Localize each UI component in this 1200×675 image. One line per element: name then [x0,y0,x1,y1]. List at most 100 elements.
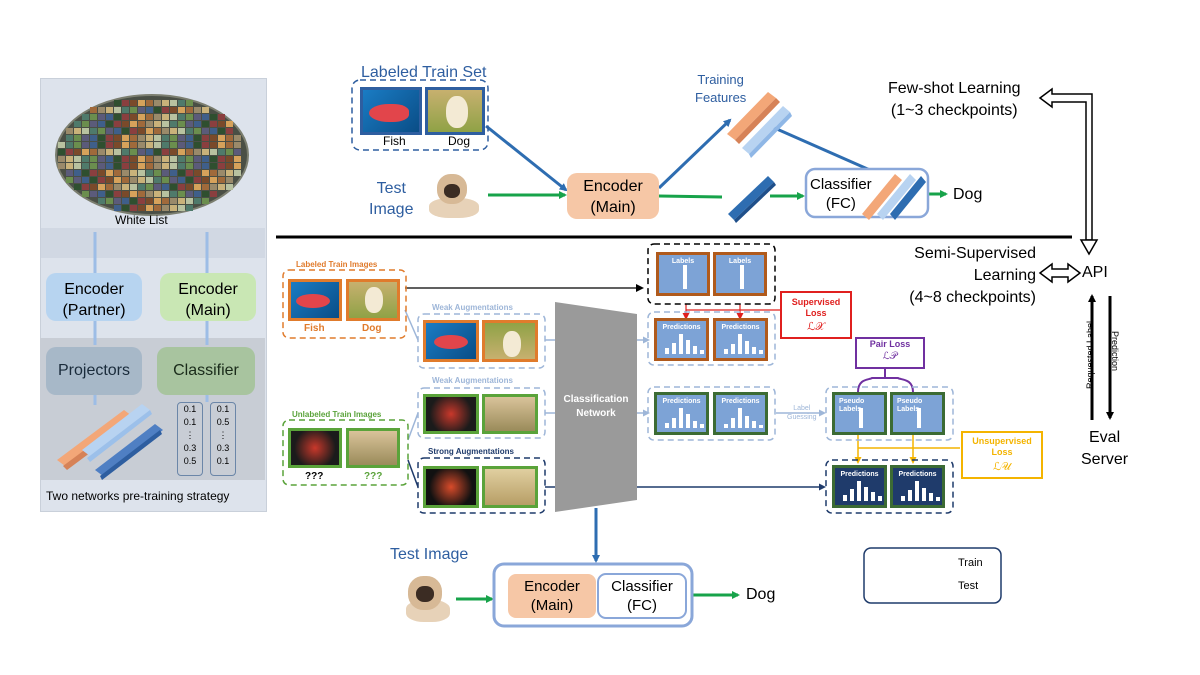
mosaic-tile [202,177,209,183]
mosaic-tile [90,156,97,162]
mosaic-tile [170,163,177,169]
mosaic-tile [138,198,145,204]
label-guessing-label: Label Guessing [787,405,817,421]
mosaic-tile [162,107,169,113]
mosaic-tile [122,198,129,204]
mosaic-tile [74,163,81,169]
mosaic-tile [138,177,145,183]
projectors-box: Projectors [46,347,142,395]
bottom-test-dog-image [398,572,456,626]
mosaic-tile [162,205,169,211]
mosaic-tile [186,156,193,162]
mosaic-tile [122,149,129,155]
mosaic-tile [218,170,225,176]
mosaic-tile [98,142,105,148]
mosaic-tile [130,170,137,176]
mosaic-tile [58,142,65,148]
mosaic-tile [186,184,193,190]
mosaic-tile [146,149,153,155]
mosaic-tile [218,177,225,183]
mosaic-tile [66,177,73,183]
mosaic-tile [186,198,193,204]
mosaic-tile [146,121,153,127]
mosaic-tile [106,198,113,204]
mosaic-tile [66,128,73,134]
supervised-loss-symbol: ℒ𝒳 [807,320,825,333]
mosaic-tile [106,170,113,176]
mosaic-tile [74,142,81,148]
mosaic-tile [170,135,177,141]
mosaic-tile [122,191,129,197]
mosaic-tile [202,149,209,155]
mosaic-tile [114,198,121,204]
predictions-weak-2: Predictions [713,392,768,435]
mosaic-tile [178,128,185,134]
mosaic-tile [202,170,209,176]
mosaic-tile [218,184,225,190]
mosaic-tile [162,142,169,148]
mosaic-tile [138,184,145,190]
mosaic-tile [202,198,209,204]
mosaic-tile [226,121,233,127]
mosaic-tile [194,107,201,113]
mosaic-tile [138,107,145,113]
mosaic-tile [66,142,73,148]
mosaic-tile [90,191,97,197]
mosaic-tile [146,205,153,211]
mosaic-tile [122,142,129,148]
bottom-classifier-label: Classifier (FC) [611,578,673,614]
mosaic-tile [186,128,193,134]
legend-box [863,547,1002,604]
mosaic-tile [114,170,121,176]
mosaic-tile [194,198,201,204]
classifier-label: Classifier [173,362,239,379]
mosaic-tile [98,163,105,169]
mosaic-tile [186,135,193,141]
few-shot-title: Few-shot Learning (1~3 checkpoints) [888,80,1021,119]
mosaic-tile [114,121,121,127]
mosaic-tile [66,163,73,169]
mosaic-tile [170,205,177,211]
mosaic-tile [226,135,233,141]
mosaic-tile [74,135,81,141]
mosaic-tile [122,107,129,113]
mosaic-tile [74,128,81,134]
labels-card-2: Labels [713,252,767,296]
mosaic-tile [234,149,241,155]
mosaic-tile [98,128,105,134]
mosaic-tile [90,149,97,155]
encoder-main-top: Encoder (Main) [567,173,659,219]
mosaic-tile [138,114,145,120]
mosaic-tile [106,156,113,162]
vector-value: 0.5 [183,456,197,466]
mosaic-tile [218,163,225,169]
mosaic-tile [154,142,161,148]
mosaic-tile [226,184,233,190]
mosaic-tile [162,163,169,169]
mosaic-tile [194,191,201,197]
mosaic-tile [82,184,89,190]
fish-image [360,87,422,135]
mosaic-tile [226,156,233,162]
mosaic-tile [194,184,201,190]
mosaic-tile [154,135,161,141]
mosaic-tile [82,170,89,176]
mosaic-tile [202,191,209,197]
mosaic-tile [162,149,169,155]
mosaic-tile [114,100,121,106]
mosaic-tile [202,121,209,127]
mosaic-tile [162,198,169,204]
mosaic-tile [178,107,185,113]
predictions-weak-1: Predictions [654,392,709,435]
mosaic-tile [170,156,177,162]
mosaic-tile [202,163,209,169]
mosaic-tile [178,177,185,183]
mosaic-tile [162,156,169,162]
mosaic-tile [186,177,193,183]
mosaic-tile [82,142,89,148]
classifier-fc-top-label: Classifier (FC) [810,176,872,212]
mosaic-tile [122,205,129,211]
mosaic-tile [90,170,97,176]
mosaic-tile [170,128,177,134]
mosaic-tile [162,177,169,183]
